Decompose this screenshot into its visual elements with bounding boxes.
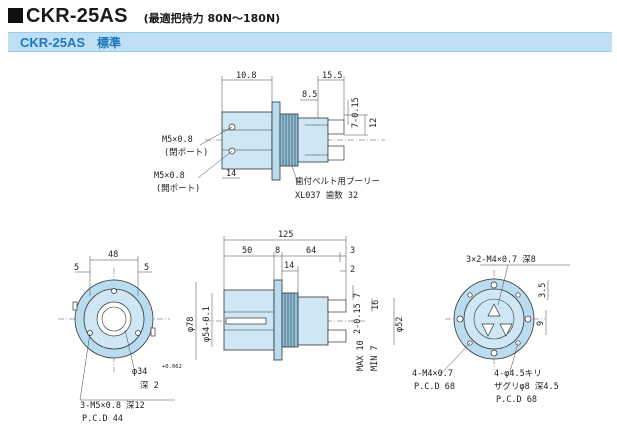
hole-counterbore: ザグリφ8 深4.5 xyxy=(494,381,559,392)
dim-9: 9 xyxy=(536,321,546,326)
jaw-tap-note: 3×2-M4×0.7 深8 xyxy=(466,255,536,265)
dim-64: 64 xyxy=(306,246,316,256)
bore-tolerance: +0.062 xyxy=(162,364,182,370)
thread-spec: 3-M5×0.8 深12 xyxy=(80,401,145,411)
dim-16: 16 xyxy=(371,300,381,310)
title-grip-force: (最適把持力 80N〜180N) xyxy=(143,12,281,25)
top-view: 10.8 15.5 8.5 7-0.15 12 14 M5×0.8 (閉ポート)… xyxy=(154,71,385,201)
dim-15-5: 15.5 xyxy=(322,71,342,81)
side-view: 125 50 8 64 3 14 2 7 16 2-0.15 φ52 MAX 1… xyxy=(186,230,405,371)
section-model: CKR-25AS xyxy=(20,34,86,50)
dim-12: 12 xyxy=(369,118,379,128)
front-view: 48 5 5 φ34 +0.062 深 2 3-M5×0.8 深12 P.C.D… xyxy=(58,250,182,424)
dim-2-tol: 2-0.15 xyxy=(353,303,363,334)
dim-48: 48 xyxy=(108,250,118,260)
title-square-icon xyxy=(8,8,23,23)
dia-52: φ52 xyxy=(395,317,405,332)
dim-14-side: 14 xyxy=(284,261,294,271)
jaw-view: 3×2-M4×0.7 深8 3.5 9 4-M4×0.7 P.C.D 68 4-… xyxy=(412,255,570,405)
port-b-size: M5×0.8 xyxy=(154,171,185,181)
thread-pcd: P.C.D 44 xyxy=(82,414,123,424)
dim-125: 125 xyxy=(278,230,293,240)
min-7: MIN 7 xyxy=(370,345,380,371)
dia-78: φ78 xyxy=(186,317,196,332)
bore-diameter: φ34 xyxy=(132,367,147,377)
dim-7-side: 7 xyxy=(353,293,363,298)
page-title: CKR-25AS (最適把持力 80N〜180N) xyxy=(8,5,280,29)
pulley-spec: XL037 歯数 32 xyxy=(295,190,358,201)
dim-5-right: 5 xyxy=(144,263,149,273)
dim-14-top: 14 xyxy=(226,169,236,179)
pulley-label: 歯付ベルト用プーリー xyxy=(295,176,380,187)
bore-depth: 深 2 xyxy=(140,381,159,391)
dim-3: 3 xyxy=(350,246,355,256)
dim-8-5: 8.5 xyxy=(302,90,317,100)
dim-5-left: 5 xyxy=(74,263,79,273)
port-a-size: M5×0.8 xyxy=(162,135,193,145)
dim-7-tol: 7-0.15 xyxy=(351,97,361,128)
m4-spec: 4-M4×0.7 xyxy=(412,369,453,379)
dim-8-side: 8 xyxy=(275,246,280,256)
dim-2: 2 xyxy=(350,265,355,275)
section-band: CKR-25AS 標準 xyxy=(8,32,612,52)
dia-54: φ54-0.1 xyxy=(202,306,212,342)
port-b-label: (開ポート) xyxy=(156,184,200,194)
hole-pcd: P.C.D 68 xyxy=(496,395,537,405)
section-label: 標準 xyxy=(97,35,122,50)
dim-3-5: 3.5 xyxy=(538,283,548,298)
port-a-label: (閉ポート) xyxy=(164,148,208,158)
max-10: MAX 10 xyxy=(356,340,366,371)
dim-50: 50 xyxy=(242,246,252,256)
title-model: CKR-25AS xyxy=(26,5,128,27)
m4-pcd: P.C.D 68 xyxy=(414,382,455,392)
dim-10-8: 10.8 xyxy=(236,71,256,81)
hole-spec: 4-φ4.5キリ xyxy=(494,369,542,379)
